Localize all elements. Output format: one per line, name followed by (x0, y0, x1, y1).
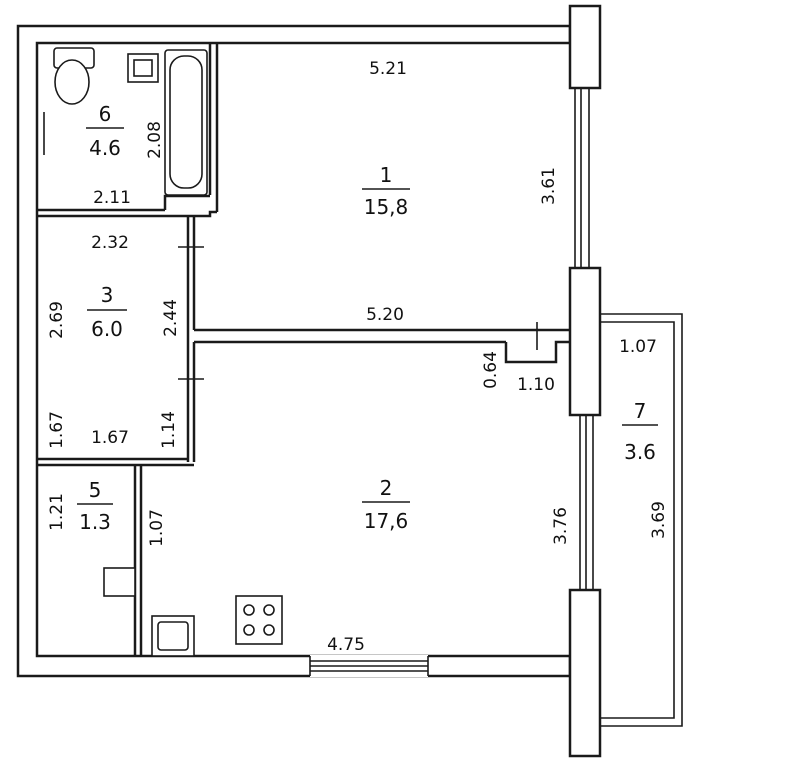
room-5-label: 5 1.3 (77, 478, 113, 534)
dim-room1-depth: 3.61 (539, 167, 559, 205)
dim-room2-depth: 3.76 (551, 507, 571, 545)
dim-hall-lower-right: 1.14 (159, 411, 179, 449)
room-6-area: 4.6 (89, 136, 121, 160)
dimension-labels: 5.21 3.61 5.20 2.08 2.11 2.32 2.69 2.44 … (47, 59, 669, 655)
window-room1 (574, 88, 590, 268)
dim-balcony-length: 3.69 (649, 501, 669, 539)
room-7-number: 7 (634, 399, 647, 423)
room-7-area: 3.6 (624, 440, 656, 464)
dim-hall-right: 2.44 (161, 299, 181, 337)
dim-niche-depth: 0.64 (481, 351, 501, 389)
dim-hall-lower-bottom: 1.67 (91, 428, 129, 448)
room-3-label: 3 6.0 (87, 283, 127, 341)
dim-bath-height: 2.08 (145, 121, 165, 159)
room-5-number: 5 (89, 478, 102, 502)
dim-room2-bottom: 4.75 (327, 635, 365, 655)
stove-icon (235, 595, 283, 645)
dim-hall-left: 2.69 (47, 301, 67, 339)
bathtub-icon (164, 49, 208, 196)
room-2-number: 2 (380, 476, 393, 500)
room-6-number: 6 (99, 102, 112, 126)
window-room2 (579, 415, 594, 590)
room-3-number: 3 (101, 283, 114, 307)
dim-hall-width: 2.32 (91, 233, 129, 253)
dim-room1-width: 5.21 (369, 59, 407, 79)
room-5-area: 1.3 (79, 510, 111, 534)
boiler-icon (103, 567, 136, 597)
sink-icon (127, 53, 159, 83)
room-1-area: 15,8 (364, 195, 409, 219)
room-2-label: 2 17,6 (362, 476, 410, 533)
window-bottom (309, 655, 429, 677)
room-1-number: 1 (380, 163, 393, 187)
balcony (600, 313, 683, 727)
room-3-area: 6.0 (91, 317, 123, 341)
dim-balcony-width: 1.07 (619, 337, 657, 357)
dim-room1-lower-wall: 5.20 (366, 305, 404, 325)
exterior-walls (16, 4, 602, 758)
dim-closet-side: 1.07 (147, 509, 167, 547)
dim-bath-width: 2.11 (93, 188, 131, 208)
room-2-area: 17,6 (364, 509, 409, 533)
room-6-label: 6 4.6 (86, 102, 124, 160)
interior-walls (37, 43, 570, 656)
dim-niche-width: 1.10 (517, 375, 555, 395)
dim-closet-height: 1.21 (47, 493, 67, 531)
toilet-icon (53, 47, 95, 105)
door-marks (43, 112, 538, 380)
kitchen-sink-icon (151, 615, 195, 657)
dim-hall-lower-left: 1.67 (47, 411, 67, 449)
room-1-label: 1 15,8 (362, 163, 410, 219)
room-7-label: 7 3.6 (622, 399, 658, 464)
